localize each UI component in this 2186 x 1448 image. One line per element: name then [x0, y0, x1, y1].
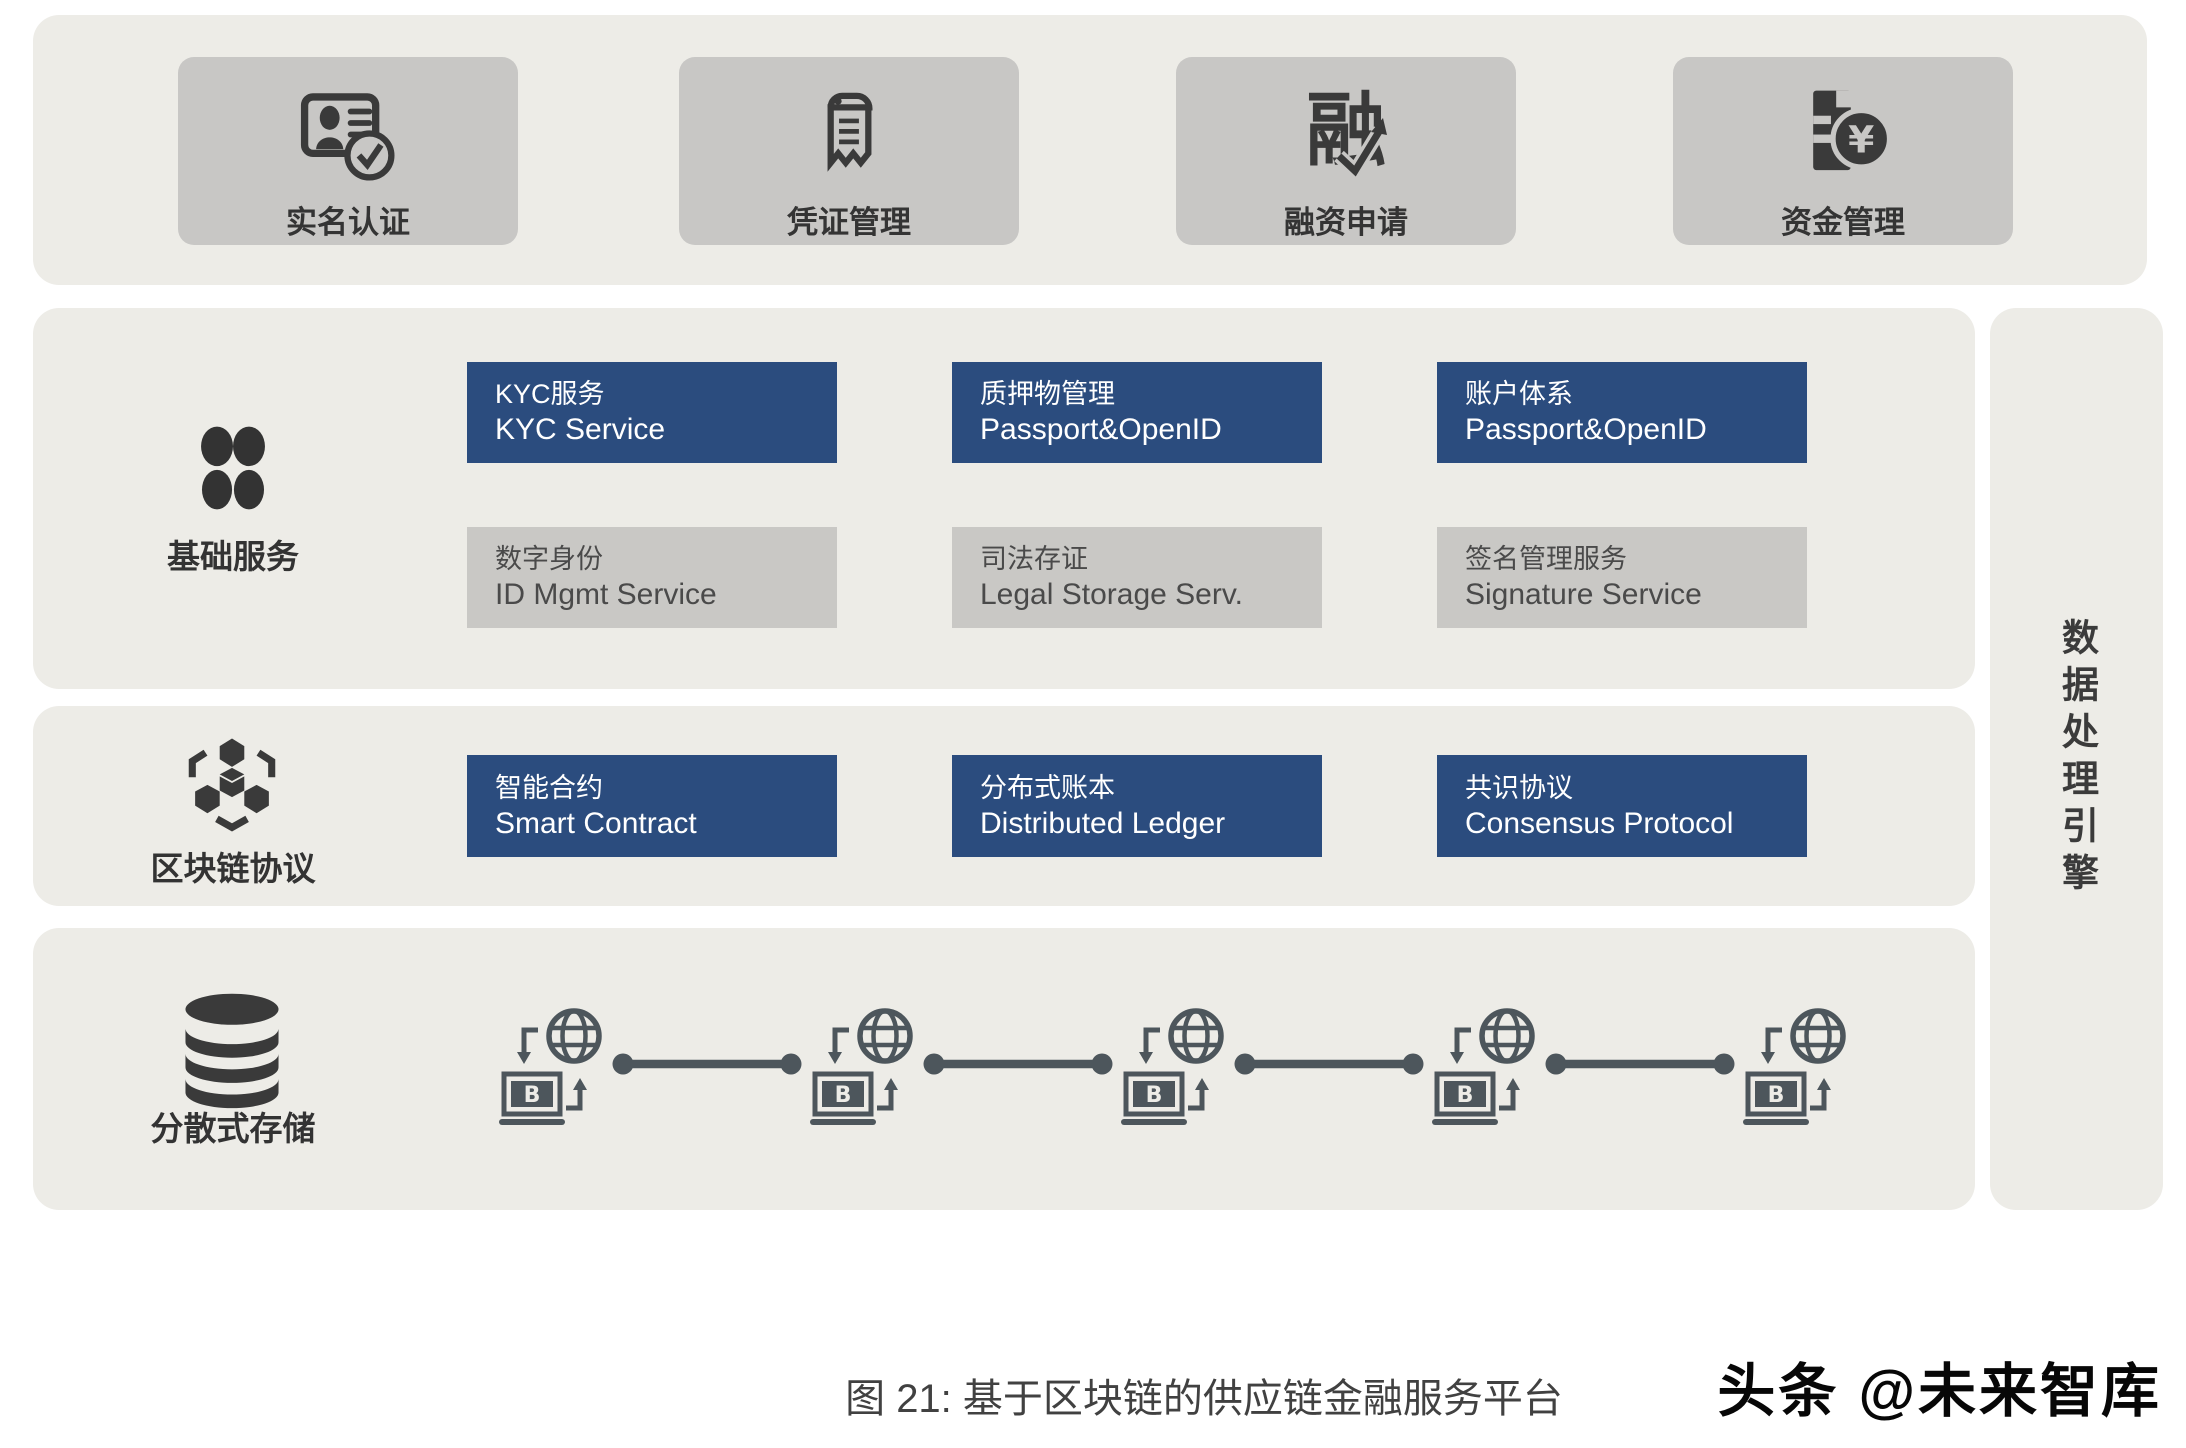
node-computer-globe-icon: B — [499, 1008, 602, 1125]
node-computer-globe-icon: B — [1432, 1008, 1535, 1125]
function-label: 融资申请 — [1284, 205, 1408, 240]
clover-icon — [201, 426, 265, 510]
storage-node-network: B B — [494, 1000, 1975, 1130]
node-connector-line — [612, 1053, 802, 1075]
basic-services-label: 基础服务 — [167, 538, 299, 575]
top-functions-panel: 实名认证 凭证管理 融 融资申请 — [33, 15, 2147, 285]
basic-services-panel: 基础服务 KYC服务 KYC Service 质押物管理 Passport&Op… — [33, 308, 1975, 689]
function-box-funds: ¥ 资金管理 — [1673, 57, 2013, 245]
watermark-text: 头条 @未来智库 — [1717, 1359, 2162, 1424]
service-box-legal-storage: 司法存证 Legal Storage Serv. — [952, 527, 1322, 628]
service-box-signature: 签名管理服务 Signature Service — [1437, 527, 1807, 628]
node-connector-line — [923, 1053, 1113, 1075]
node-computer-globe-icon: B — [810, 1008, 913, 1125]
storage-node: B — [494, 1000, 805, 1130]
funds-icon: ¥ — [1786, 73, 1901, 193]
node-connector-line — [1545, 1053, 1735, 1075]
node-symbol: B — [1146, 1083, 1163, 1108]
service-box-digital-id: 数字身份 ID Mgmt Service — [467, 527, 837, 628]
storage-node: B — [1427, 1000, 1738, 1130]
protocol-box-consensus: 共识协议 Consensus Protocol — [1437, 755, 1807, 857]
service-box-account: 账户体系 Passport&OpenID — [1437, 362, 1807, 463]
figure-caption: 图 21: 基于区块链的供应链金融服务平台 — [845, 1377, 1563, 1421]
database-icon — [185, 993, 279, 1109]
certificate-icon — [792, 73, 907, 193]
node-symbol: B — [835, 1083, 852, 1108]
service-box-collateral: 质押物管理 Passport&OpenID — [952, 362, 1322, 463]
function-box-certificate: 凭证管理 — [679, 57, 1019, 245]
function-box-financing: 融 融资申请 — [1176, 57, 1516, 245]
node-computer-globe-icon: B — [1121, 1008, 1224, 1125]
data-processing-engine-bar: 数据处理引擎 — [1990, 308, 2163, 1210]
node-symbol: B — [1457, 1083, 1474, 1108]
protocol-box-smart-contract: 智能合约 Smart Contract — [467, 755, 837, 857]
data-processing-engine-label: 数据处理引擎 — [2056, 618, 2098, 900]
function-box-realname: 实名认证 — [178, 57, 518, 245]
protocol-box-distributed-ledger: 分布式账本 Distributed Ledger — [952, 755, 1322, 857]
distributed-storage-panel: 分散式存储 B — [33, 928, 1975, 1210]
node-computer-globe-icon: B — [1743, 1008, 1846, 1125]
id-verification-icon — [291, 73, 406, 193]
chart-arrow-icon — [1334, 118, 1387, 182]
financing-icon: 融 — [1291, 73, 1401, 193]
storage-node: B — [805, 1000, 1116, 1130]
yuan-symbol: ¥ — [1848, 117, 1874, 161]
distributed-storage-label: 分散式存储 — [150, 1110, 316, 1147]
node-symbol: B — [1768, 1083, 1785, 1108]
function-label: 凭证管理 — [787, 205, 911, 240]
function-label: 资金管理 — [1781, 205, 1905, 240]
storage-node: B — [1738, 1000, 1975, 1130]
storage-node: B — [1116, 1000, 1427, 1130]
function-label: 实名认证 — [286, 205, 410, 240]
node-symbol: B — [524, 1083, 541, 1108]
node-connector-line — [1234, 1053, 1424, 1075]
blockchain-protocol-label: 区块链协议 — [150, 850, 316, 887]
blockchain-protocol-panel: 区块链协议 智能合约 Smart Contract 分布式账本 Distribu… — [33, 706, 1975, 906]
service-box-kyc: KYC服务 KYC Service — [467, 362, 837, 463]
blockchain-icon — [188, 738, 276, 832]
